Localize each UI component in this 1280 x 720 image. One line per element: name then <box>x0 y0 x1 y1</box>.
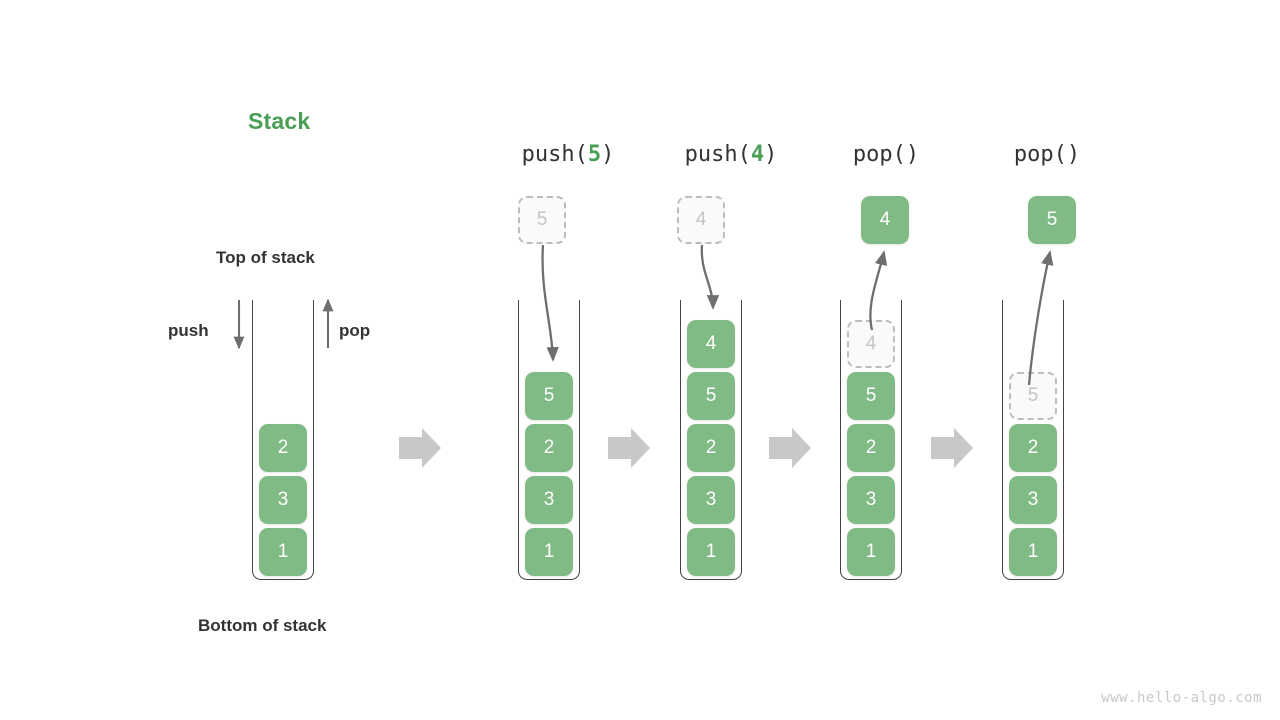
column-caption-push-5: push(5) <box>522 142 615 167</box>
caption-arg: 5 <box>587 142 602 167</box>
stack-cell: 1 <box>525 528 573 576</box>
stack-cell: 2 <box>687 424 735 472</box>
stack-cell: 3 <box>525 476 573 524</box>
column-caption-pop-1: pop() <box>853 142 919 167</box>
stack-cell: 2 <box>1009 424 1057 472</box>
stack-container-base <box>252 300 314 580</box>
flow-arrow-icon <box>399 428 441 468</box>
caption-arg: 4 <box>750 142 765 167</box>
stack-container <box>518 300 580 580</box>
flow-arrow-icon <box>931 428 973 468</box>
stack-cell: 1 <box>687 528 735 576</box>
stack-cell: 4 <box>687 320 735 368</box>
caption-suffix: ) <box>764 142 778 167</box>
stack-cell: 5 <box>525 372 573 420</box>
caption-suffix: ) <box>1066 142 1081 167</box>
page-title: Stack <box>248 108 311 134</box>
bottom-of-stack-label: Bottom of stack <box>198 616 327 635</box>
caption-suffix: ) <box>905 142 920 167</box>
stack-cell: 3 <box>687 476 735 524</box>
stack-cell: 1 <box>259 528 307 576</box>
caption-prefix: push( <box>521 142 588 167</box>
stack-cell: 3 <box>847 476 895 524</box>
stack-cell-ghost: 5 <box>1009 372 1057 420</box>
caption-prefix: pop( <box>1013 142 1067 167</box>
floating-cell-popped: 5 <box>1028 196 1076 244</box>
caption-prefix: push( <box>684 142 751 167</box>
floating-cell-ghost: 5 <box>518 196 566 244</box>
stack-cell: 1 <box>847 528 895 576</box>
stack-cell: 3 <box>1009 476 1057 524</box>
stack-container <box>680 300 742 580</box>
push-label: push <box>168 321 209 340</box>
stack-container <box>1002 300 1064 580</box>
column-caption-pop-2: pop() <box>1014 142 1080 167</box>
flow-arrow-icon <box>769 428 811 468</box>
flow-arrow-icon <box>608 428 650 468</box>
caption-suffix: ) <box>601 142 615 167</box>
stack-cell: 2 <box>525 424 573 472</box>
stack-cell: 5 <box>687 372 735 420</box>
stack-cell: 2 <box>259 424 307 472</box>
floating-cell-popped: 4 <box>861 196 909 244</box>
stack-container <box>840 300 902 580</box>
floating-cell-ghost: 4 <box>677 196 725 244</box>
stack-cell: 1 <box>1009 528 1057 576</box>
pop-label: pop <box>339 321 371 340</box>
stack-cell: 5 <box>847 372 895 420</box>
column-caption-push-4: push(4) <box>685 142 778 167</box>
push-4-motion-arrow-icon <box>700 244 720 310</box>
watermark: www.hello-algo.com <box>1101 690 1262 706</box>
stack-cell: 3 <box>259 476 307 524</box>
stack-cell-ghost: 4 <box>847 320 895 368</box>
stack-cell: 2 <box>847 424 895 472</box>
caption-prefix: pop( <box>852 142 906 167</box>
top-of-stack-label: Top of stack <box>216 248 315 267</box>
